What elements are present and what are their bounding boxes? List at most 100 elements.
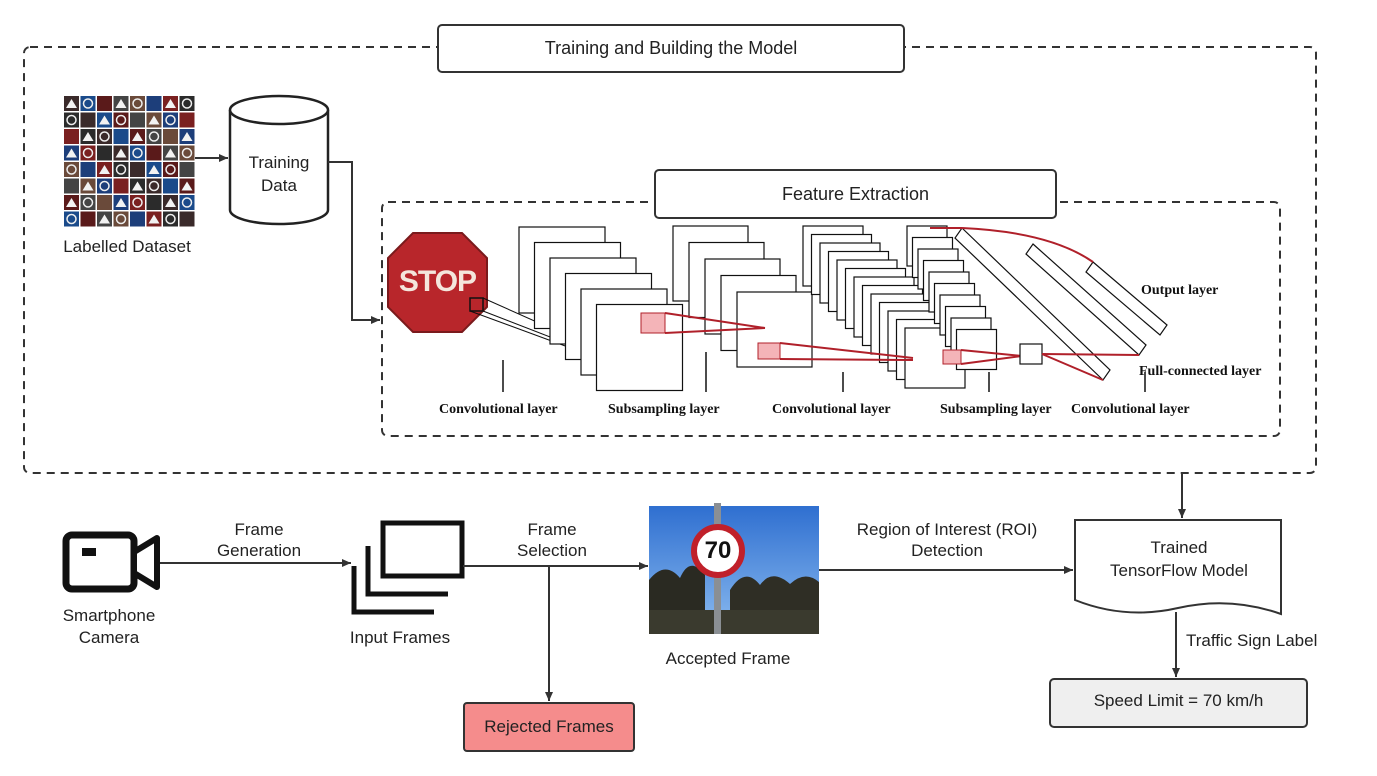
training-title-box: Training and Building the Model — [437, 24, 905, 73]
dataset-thumbnail — [64, 211, 79, 227]
dataset-thumbnail — [113, 112, 129, 128]
output-layer-label: Output layer — [1141, 283, 1219, 298]
dataset-thumbnail — [179, 211, 195, 227]
dataset-thumbnail — [130, 145, 145, 161]
feature-extraction-region — [381, 201, 1281, 437]
thumbnail-glyph — [148, 180, 160, 192]
dataset-thumbnail — [179, 195, 195, 210]
dataset-thumbnail — [179, 145, 195, 161]
dataset-thumbnail — [130, 162, 145, 177]
dataset-thumbnail — [163, 162, 178, 177]
thumbnail-glyph — [115, 99, 127, 108]
dataset-thumbnail — [113, 129, 129, 144]
training-title: Training and Building the Model — [544, 38, 798, 58]
arrow-data-to-feature — [328, 161, 380, 324]
thumbnail-glyph — [148, 131, 160, 142]
result-box — [1049, 678, 1308, 728]
dataset-thumbnail — [130, 112, 145, 128]
labelled-dataset-label: Labelled Dataset — [63, 237, 191, 256]
thumbnail-glyph — [82, 181, 94, 191]
dataset-thumbnail — [97, 129, 112, 144]
dataset-thumbnail — [113, 178, 129, 194]
stop-sign — [387, 232, 488, 333]
feature-extraction-title: Feature Extraction — [781, 183, 930, 204]
thumbnail-glyph — [99, 180, 110, 192]
trained-model-shape — [1074, 519, 1282, 616]
dataset-thumbnail — [80, 96, 96, 111]
model-label-1: Trained — [1150, 538, 1208, 557]
conv-layer-3-label: Convolutional layer — [1071, 402, 1190, 417]
thumbnail-glyph — [115, 198, 127, 207]
dataset-thumbnail — [130, 211, 145, 227]
rejected-frames-label: Rejected Frames — [484, 717, 614, 736]
camera-label-1: Smartphone — [62, 606, 156, 625]
dataset-thumbnail — [113, 211, 129, 227]
dataset-thumbnail — [97, 96, 112, 111]
dataset-thumbnail — [146, 195, 162, 210]
cnn-illustration — [387, 225, 1168, 392]
thumbnail-glyph — [115, 148, 127, 158]
frame-selection-label-2: Selection — [517, 541, 587, 560]
thumbnail-glyph — [66, 164, 77, 175]
dataset-thumbnail — [64, 178, 79, 194]
thumbnail-glyph — [82, 98, 94, 109]
dataset-thumbnail — [80, 112, 96, 128]
thumbnail-glyph — [181, 147, 193, 159]
thumbnail-glyph — [132, 132, 143, 141]
full-connected-layer-label: Full-connected layer — [1139, 364, 1262, 379]
thumbnail-glyph — [99, 165, 110, 174]
thumbnail-glyph — [66, 114, 77, 126]
thumbnail-glyph — [66, 99, 77, 108]
accepted-frame-label: Accepted Frame — [665, 649, 791, 668]
thumbnail-glyph — [82, 147, 94, 159]
accepted-frame-photo — [649, 503, 819, 634]
thumbnail-glyph — [115, 213, 127, 225]
dataset-thumbnail — [97, 195, 112, 210]
frame-selection-label-1: Frame — [527, 520, 577, 539]
thumbnail-glyph — [181, 132, 193, 141]
thumbnail-glyph — [165, 99, 176, 108]
thumbnail-glyph — [165, 114, 176, 126]
dataset-thumbnail — [163, 129, 178, 144]
dataset-thumbnail — [163, 211, 178, 227]
video-camera-icon — [62, 531, 160, 593]
feature-map — [595, 303, 684, 392]
labelled-dataset-image — [64, 96, 195, 227]
dataset-thumbnail — [80, 162, 96, 177]
traffic-sign-label-text: Traffic Sign Label — [1186, 631, 1318, 650]
dataset-thumbnail — [97, 178, 112, 194]
dataset-thumbnail — [80, 145, 96, 161]
thumbnail-glyph — [148, 115, 160, 125]
thumbnail-glyph — [132, 197, 143, 208]
conv-layer-1-label: Convolutional layer — [439, 402, 558, 417]
result-label: Speed Limit = 70 km/h — [1093, 691, 1264, 710]
roi-label-1: Region of Interest (ROI) — [856, 520, 1038, 539]
training-data-label-1: Training — [248, 153, 310, 172]
dataset-thumbnail — [179, 96, 195, 111]
dataset-thumbnail — [163, 178, 178, 194]
thumbnail-glyph — [181, 197, 193, 208]
dataset-thumbnail — [179, 162, 195, 177]
feature-extraction-title-box: Feature Extraction — [654, 169, 1057, 219]
frame-generation-label-1: Frame — [234, 520, 284, 539]
dataset-thumbnail — [64, 112, 79, 128]
roi-label-2: Detection — [911, 541, 983, 560]
conv-layer-2-label: Convolutional layer — [772, 402, 891, 417]
input-frames-icon — [351, 520, 465, 615]
training-region — [23, 46, 1317, 474]
thumbnail-glyph — [66, 213, 77, 225]
dataset-thumbnail — [146, 145, 162, 161]
dataset-thumbnail — [80, 195, 96, 210]
thumbnail-glyph — [66, 148, 77, 158]
thumbnail-glyph — [148, 214, 160, 224]
thumbnail-glyph — [132, 181, 143, 191]
subsampling-layer-2-label: Subsampling layer — [940, 402, 1052, 417]
rejected-frames-box — [463, 702, 635, 752]
thumbnail-glyph — [148, 165, 160, 174]
training-data-cylinder — [228, 94, 330, 226]
dataset-thumbnail — [130, 195, 145, 210]
thumbnail-glyph — [165, 213, 176, 225]
thumbnail-glyph — [99, 214, 110, 224]
thumbnail-glyph — [115, 114, 127, 126]
